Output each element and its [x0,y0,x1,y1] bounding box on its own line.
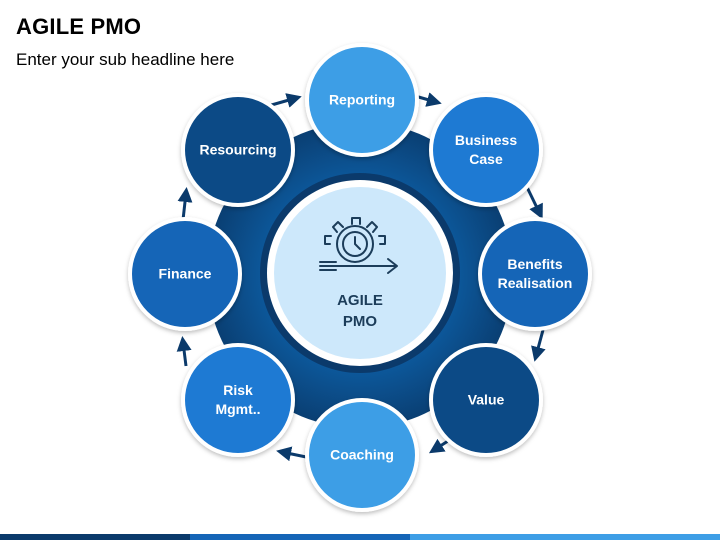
node-4 [429,343,543,457]
cycle-arrow-6 [176,336,192,367]
center-circle [274,187,446,359]
cycle-nodes [128,43,592,512]
cycle-arrow-8 [267,93,302,108]
node-6 [181,343,295,457]
cycle-arrow-7 [177,187,193,221]
node-8-fill [185,97,291,203]
node-5-fill [309,402,415,508]
center-label: AGILE PMO [337,292,383,330]
node-3-fill [482,221,588,327]
bottom-bar-segment-1 [0,534,190,540]
node-2 [429,93,543,207]
node-5 [305,398,419,512]
node-label-6: Risk Mgmt.. [215,382,261,417]
node-3 [478,217,592,331]
node-label-5: Coaching [330,446,394,463]
node-2-fill [433,97,539,203]
gear-clock-arrow-icon [319,217,398,274]
bottom-bar-segment-2 [190,534,410,540]
node-label-7: Finance [158,265,212,282]
bottom-accent-bar [0,534,720,540]
node-8 [181,93,295,207]
node-7 [128,217,242,331]
bottom-bar-segment-3 [410,534,720,540]
node-6-fill [185,347,291,453]
node-label-1: Reporting [328,91,396,108]
slide-subtitle: Enter your sub headline here [16,50,235,69]
node-1 [305,43,419,157]
node-1-fill [309,47,415,153]
slide-title: AGILE PMO [16,14,142,39]
node-label-3: Benefits Realisation [497,256,573,291]
node-label-2: Business Case [454,132,518,167]
node-4-fill [433,347,539,453]
node-7-fill [132,221,238,327]
cycle-arrow-3 [531,329,546,362]
node-label-8: Resourcing [199,141,277,158]
node-label-4: Value [467,391,505,408]
